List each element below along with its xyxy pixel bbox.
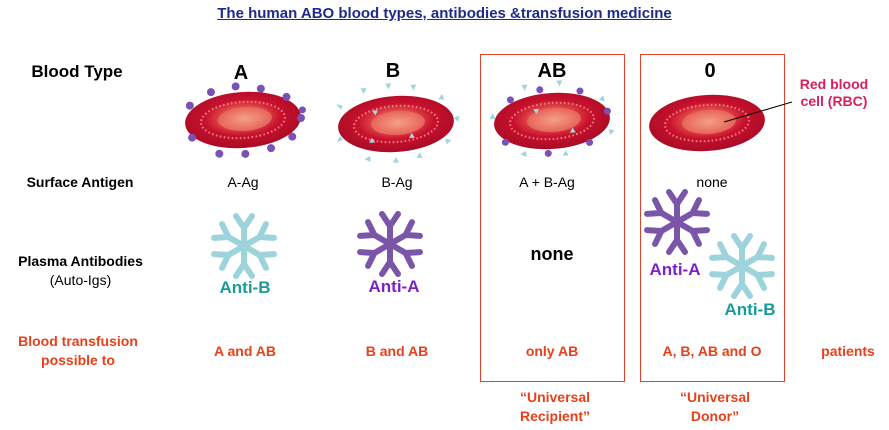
row-label-surface-antigen: Surface Antigen [26, 174, 134, 190]
antibody-icon-anti-a-type-0 [647, 192, 707, 252]
transfusion-0: A, B, AB and O [662, 343, 762, 359]
row-label-transfusion-line2: possible to [41, 352, 115, 368]
antibody-label-0-anti-a: Anti-A [649, 260, 701, 279]
antibody-label-0-anti-b: Anti-B [724, 300, 776, 319]
row-label-transfusion: Blood transfusion possible to [3, 332, 153, 370]
antigen-a: A-Ag [227, 174, 259, 190]
transfusion-b: B and AB [365, 343, 429, 359]
transfusion-a: A and AB [214, 343, 276, 359]
universal-donor-box [640, 54, 785, 382]
antibody-icon-anti-b-type-0 [712, 236, 772, 296]
page-title: The human ABO blood types, antibodies &t… [217, 5, 672, 22]
rbc-type-a [182, 82, 306, 158]
antibody-icon-anti-a-type-b [360, 214, 420, 274]
row-label-blood-type: Blood Type [31, 62, 123, 81]
row-label-plasma-antibodies: Plasma Antibodies (Auto-Igs) [3, 252, 158, 290]
transfusion-patients: patients [821, 343, 875, 359]
row-label-transfusion-line1: Blood transfusion [18, 333, 138, 349]
note-universal-recipient-line1: “Universal [519, 389, 591, 405]
antibody-label-a: Anti-B [219, 278, 271, 297]
column-title-b: B [385, 60, 401, 82]
antibody-label-ab: none [530, 244, 574, 264]
antibody-label-b: Anti-A [368, 277, 420, 296]
antigen-ab: A + B-Ag [519, 174, 575, 190]
rbc-label: Red blood cell (RBC) [786, 76, 882, 110]
column-title-ab: AB [537, 60, 567, 82]
note-universal-donor-line2: Donor” [690, 408, 740, 424]
rbc-type-b [335, 83, 460, 163]
note-universal-recipient-line2: Recipient” [519, 408, 590, 424]
antigen-b: B-Ag [381, 174, 413, 190]
rbc-type-ab [489, 80, 615, 157]
column-title-0: 0 [704, 60, 716, 82]
rbc-label-line1: Red blood [799, 76, 869, 92]
row-label-plasma-antibodies-line1: Plasma Antibodies [18, 253, 143, 269]
antigen-0: none [696, 174, 728, 190]
note-universal-recipient: “Universal Recipient” [500, 388, 610, 426]
note-universal-donor-line1: “Universal [679, 389, 751, 405]
rbc-pointer-line [723, 101, 793, 123]
universal-recipient-box [480, 54, 625, 382]
row-label-plasma-antibodies-line2: (Auto-Igs) [49, 272, 112, 288]
rbc-label-line2: cell (RBC) [800, 93, 868, 109]
antibody-icon-anti-b-type-a [214, 216, 274, 276]
note-universal-donor: “Universal Donor” [660, 388, 770, 426]
transfusion-ab: only AB [525, 343, 579, 359]
column-title-a: A [233, 62, 249, 84]
